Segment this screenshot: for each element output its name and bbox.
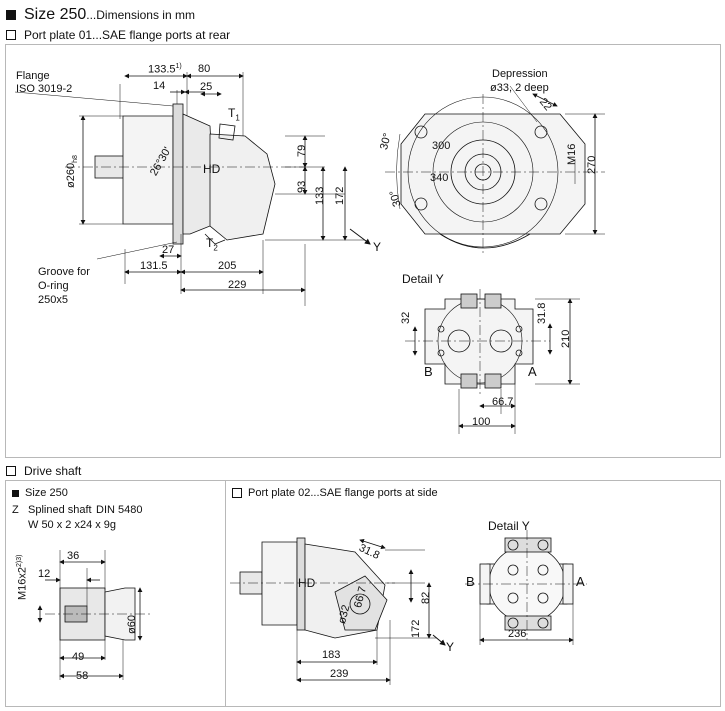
size-header: Size 250...Dimensions in mm — [6, 6, 195, 24]
dim-270: 270 — [586, 155, 598, 174]
spline-standard: DIN 5480 — [96, 504, 143, 516]
filled-square-icon — [12, 489, 19, 497]
size-title: Size 250 — [24, 6, 87, 23]
pp02-port-a: A — [576, 574, 585, 589]
port-t1-sub: 1 — [235, 113, 240, 123]
dim-300: 300 — [432, 140, 451, 152]
dim-dia260-value: ø260 — [65, 162, 77, 188]
dim-100: 100 — [472, 416, 491, 428]
dim-31-8: 31.8 — [536, 302, 548, 324]
dim-79: 79 — [296, 144, 308, 157]
port-plate-01-title: Port plate 01...SAE flange ports at rear — [24, 28, 231, 42]
pp02-port-b: B — [466, 574, 475, 589]
dim-49: 49 — [72, 651, 85, 663]
port-t2-letter: T — [206, 236, 214, 250]
dim-14: 14 — [153, 80, 166, 92]
pp02-y-arrow: Y — [446, 640, 455, 654]
drive-shaft-title: Drive shaft — [24, 464, 82, 478]
port-plate-02-header: Port plate 02...SAE flange ports at side — [232, 487, 438, 499]
pp02-hd-label: HD — [298, 576, 316, 590]
dim-133: 133 — [314, 186, 326, 205]
depression-spec: ø33, 2 deep — [490, 82, 549, 94]
hd-label: HD — [203, 162, 221, 176]
pp02-detail-y-title: Detail Y — [488, 519, 530, 533]
spline-label: Splined shaft — [28, 504, 92, 516]
size-250-item: Size 250 — [12, 487, 68, 499]
pp02-dim-183: 183 — [322, 649, 341, 661]
pp02-dim-236: 236 — [508, 628, 527, 640]
dim-93: 93 — [296, 180, 308, 193]
flange-standard: ISO 3019-2 — [16, 83, 73, 95]
drive-shaft-header: Drive shaft — [6, 464, 81, 478]
open-square-icon — [6, 466, 16, 476]
flange-label: Flange — [16, 70, 50, 82]
pump-front-view — [385, 94, 605, 254]
port-t1-letter: T — [228, 106, 236, 120]
dim-27: 27 — [162, 244, 175, 256]
pump-side-view — [65, 103, 305, 245]
dim-dia60: ø60 — [126, 615, 138, 634]
open-square-icon — [232, 488, 242, 498]
dim-133-5-value: 133.5 — [148, 63, 176, 76]
groove-label-2: O-ring — [38, 280, 69, 292]
pp02-dim-239: 239 — [330, 668, 349, 680]
port-plate-01-drawing — [14, 72, 605, 434]
dim-58: 58 — [76, 670, 89, 682]
dim-172: 172 — [334, 186, 346, 205]
dim-dia260: ø260h8 — [65, 155, 79, 188]
dim-m16x2: M16x22)3) — [16, 555, 29, 600]
dim-25: 25 — [200, 81, 213, 93]
size-250-label: Size 250 — [25, 487, 68, 499]
dim-32: 32 — [400, 311, 412, 324]
port-b-label: B — [424, 364, 433, 379]
port-t1-label: T1 — [228, 106, 240, 122]
port-plate-02-title: Port plate 02...SAE flange ports at side — [248, 487, 438, 499]
dim-12: 12 — [38, 568, 51, 580]
dim-66-7: 66.7 — [492, 396, 514, 408]
port-a-label: A — [528, 364, 537, 379]
dim-m16: M16 — [566, 143, 578, 165]
dim-80: 80 — [198, 63, 211, 75]
z-label: Z — [12, 504, 19, 516]
dim-340: 340 — [430, 172, 449, 184]
port-plate-02-drawing — [230, 530, 587, 685]
dim-205: 205 — [218, 260, 237, 272]
dim-133-5: 133.51) — [148, 63, 182, 76]
filled-square-icon — [6, 10, 16, 20]
spline-spec: W 50 x 2 x24 x 9g — [28, 519, 117, 531]
port-t2-sub: 2 — [213, 243, 218, 253]
depression-label: Depression — [492, 68, 548, 80]
dim-m16x2-value: M16x2 — [16, 566, 29, 600]
dim-133-5-note: 1) — [175, 63, 182, 70]
port-plate-01-header: Port plate 01...SAE flange ports at rear — [6, 28, 230, 42]
dim-210: 210 — [560, 329, 572, 348]
groove-label-1: Groove for — [38, 266, 90, 278]
pp02-dim-82: 82 — [420, 591, 432, 604]
dim-dia260-tolerance: h8 — [72, 155, 80, 163]
dim-36: 36 — [67, 550, 80, 562]
open-square-icon — [6, 30, 16, 40]
detail-y-title: Detail Y — [402, 272, 444, 286]
port-t2-label: T2 — [206, 236, 218, 252]
dim-131-5: 131.5 — [140, 260, 168, 272]
groove-label-3: 250x5 — [38, 294, 68, 306]
dim-229: 229 — [228, 279, 247, 291]
size-subtitle: ...Dimensions in mm — [86, 8, 195, 22]
y-arrow-label: Y — [373, 240, 382, 254]
drive-shaft-drawing — [37, 550, 150, 680]
port-plate-01-panel — [5, 44, 721, 458]
dim-m16x2-note: 2)3) — [16, 554, 23, 567]
pp02-dim-172: 172 — [410, 619, 422, 638]
